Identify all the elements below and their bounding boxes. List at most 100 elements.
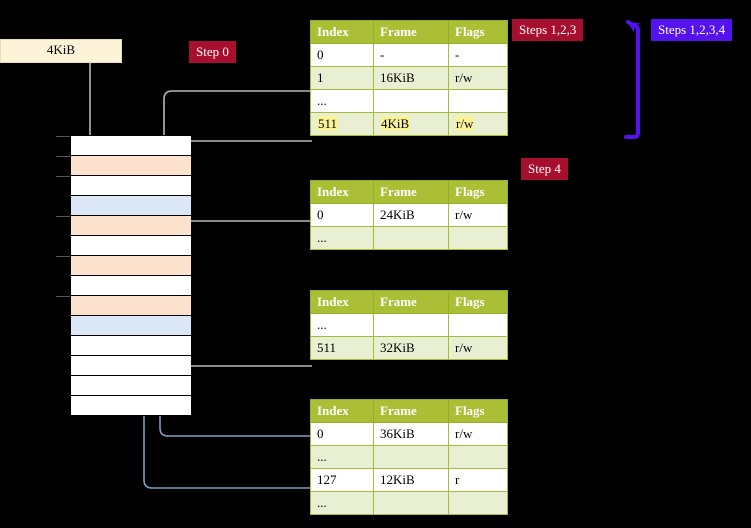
cell-frame-text: 4KiB (380, 115, 411, 131)
cell-frame: 16KiB (373, 66, 449, 90)
memory-row (71, 136, 191, 156)
cell-flags (448, 313, 508, 337)
cell-frame (373, 226, 449, 250)
table-row: 0 36KiB r/w (310, 422, 508, 446)
table-row: 0 24KiB r/w (310, 203, 508, 227)
memory-tick (56, 136, 70, 137)
table-row: 0 - - (310, 43, 508, 67)
wire-l1-row1-to-memory (164, 90, 312, 215)
badge-steps-123: Steps 1,2,3 (512, 19, 584, 41)
table-header-row: Index Frame Flags (310, 290, 508, 314)
column-header-frame: Frame (373, 20, 449, 44)
table-header-row: Index Frame Flags (310, 399, 508, 423)
cell-frame: 36KiB (373, 422, 449, 446)
cell-index: 0 (310, 203, 374, 227)
table-row: ... (310, 226, 508, 250)
badge-label: Step 0 (196, 44, 229, 59)
cell-index: 1 (310, 66, 374, 90)
table-row: ... (310, 313, 508, 337)
table-row: 511 4KiB r/w (310, 112, 508, 136)
page-table-level-2: Index Frame Flags 0 24KiB r/w ... (310, 180, 508, 250)
memory-row (71, 156, 191, 176)
column-header-flags: Flags (448, 399, 508, 423)
cell-index: 511 (310, 336, 374, 360)
physical-memory-column (70, 135, 191, 416)
badge-label: Step 4 (528, 161, 561, 176)
table-row: ... (310, 89, 508, 113)
column-header-index: Index (310, 20, 374, 44)
cell-index: ... (310, 89, 374, 113)
memory-row (71, 256, 191, 276)
memory-row (71, 216, 191, 236)
purple-bracket-arrow (624, 20, 641, 139)
cell-flags: r/w (448, 203, 508, 227)
memory-row (71, 396, 191, 415)
cell-index: ... (310, 313, 374, 337)
cell-flags: - (448, 43, 508, 67)
memory-row (71, 176, 191, 196)
memory-row (71, 376, 191, 396)
badge-label: Steps 1,2,3 (519, 22, 577, 37)
badge-label: Steps 1,2,3,4 (658, 22, 726, 37)
kib-label-box: 4KiB (0, 39, 122, 63)
cell-index: 0 (310, 422, 374, 446)
memory-tick (56, 256, 70, 257)
memory-row (71, 296, 191, 316)
wire-l3-row511-to-memory (180, 318, 312, 367)
table-row: ... (310, 445, 508, 469)
memory-tick (56, 296, 70, 297)
cell-frame: 32KiB (373, 336, 449, 360)
cell-flags (448, 89, 508, 113)
cell-index: 127 (310, 468, 374, 492)
memory-row (71, 316, 191, 336)
cell-index: ... (310, 491, 374, 515)
cell-index: 0 (310, 43, 374, 67)
cell-index: ... (310, 226, 374, 250)
memory-tick (56, 216, 70, 217)
cell-flags (448, 445, 508, 469)
badge-step-4: Step 4 (521, 158, 568, 180)
cell-frame: 24KiB (373, 203, 449, 227)
column-header-index: Index (310, 290, 374, 314)
cell-frame (373, 313, 449, 337)
column-header-frame: Frame (373, 290, 449, 314)
cell-frame (373, 445, 449, 469)
cell-frame (373, 89, 449, 113)
column-header-flags: Flags (448, 180, 508, 204)
memory-row (71, 196, 191, 216)
page-table-level-4: Index Frame Flags 0 36KiB r/w ... 127 12… (310, 399, 508, 515)
badge-step-0: Step 0 (189, 41, 236, 63)
memory-row (71, 276, 191, 296)
page-table-level-1: Index Frame Flags 0 - - 1 16KiB r/w ... … (310, 20, 508, 136)
wire-l1-row511-to-memory (180, 140, 312, 158)
cell-flags (448, 226, 508, 250)
cell-flags: r/w (448, 112, 508, 136)
cell-frame: 4KiB (373, 112, 449, 136)
column-header-frame: Frame (373, 180, 449, 204)
cell-frame (373, 491, 449, 515)
cell-frame: 12KiB (373, 468, 449, 492)
memory-row (71, 236, 191, 256)
cell-frame: - (373, 43, 449, 67)
table-row: ... (310, 491, 508, 515)
memory-tick (56, 156, 70, 157)
column-header-index: Index (310, 180, 374, 204)
page-table-level-3: Index Frame Flags ... 511 32KiB r/w (310, 290, 508, 360)
column-header-index: Index (310, 399, 374, 423)
column-header-flags: Flags (448, 290, 508, 314)
cell-flags (448, 491, 508, 515)
cell-index: 511 (310, 112, 374, 136)
wire-l2-row0-to-memory (180, 220, 312, 256)
column-header-flags: Flags (448, 20, 508, 44)
table-header-row: Index Frame Flags (310, 20, 508, 44)
memory-tick (56, 176, 70, 177)
kib-label-text: 4KiB (46, 42, 76, 57)
memory-row (71, 336, 191, 356)
column-header-frame: Frame (373, 399, 449, 423)
wire-l4-row0-to-memory (160, 338, 312, 437)
cell-flags: r (448, 468, 508, 492)
cell-flags: r/w (448, 66, 508, 90)
cell-index-text: 511 (317, 115, 339, 131)
table-row: 511 32KiB r/w (310, 336, 508, 360)
